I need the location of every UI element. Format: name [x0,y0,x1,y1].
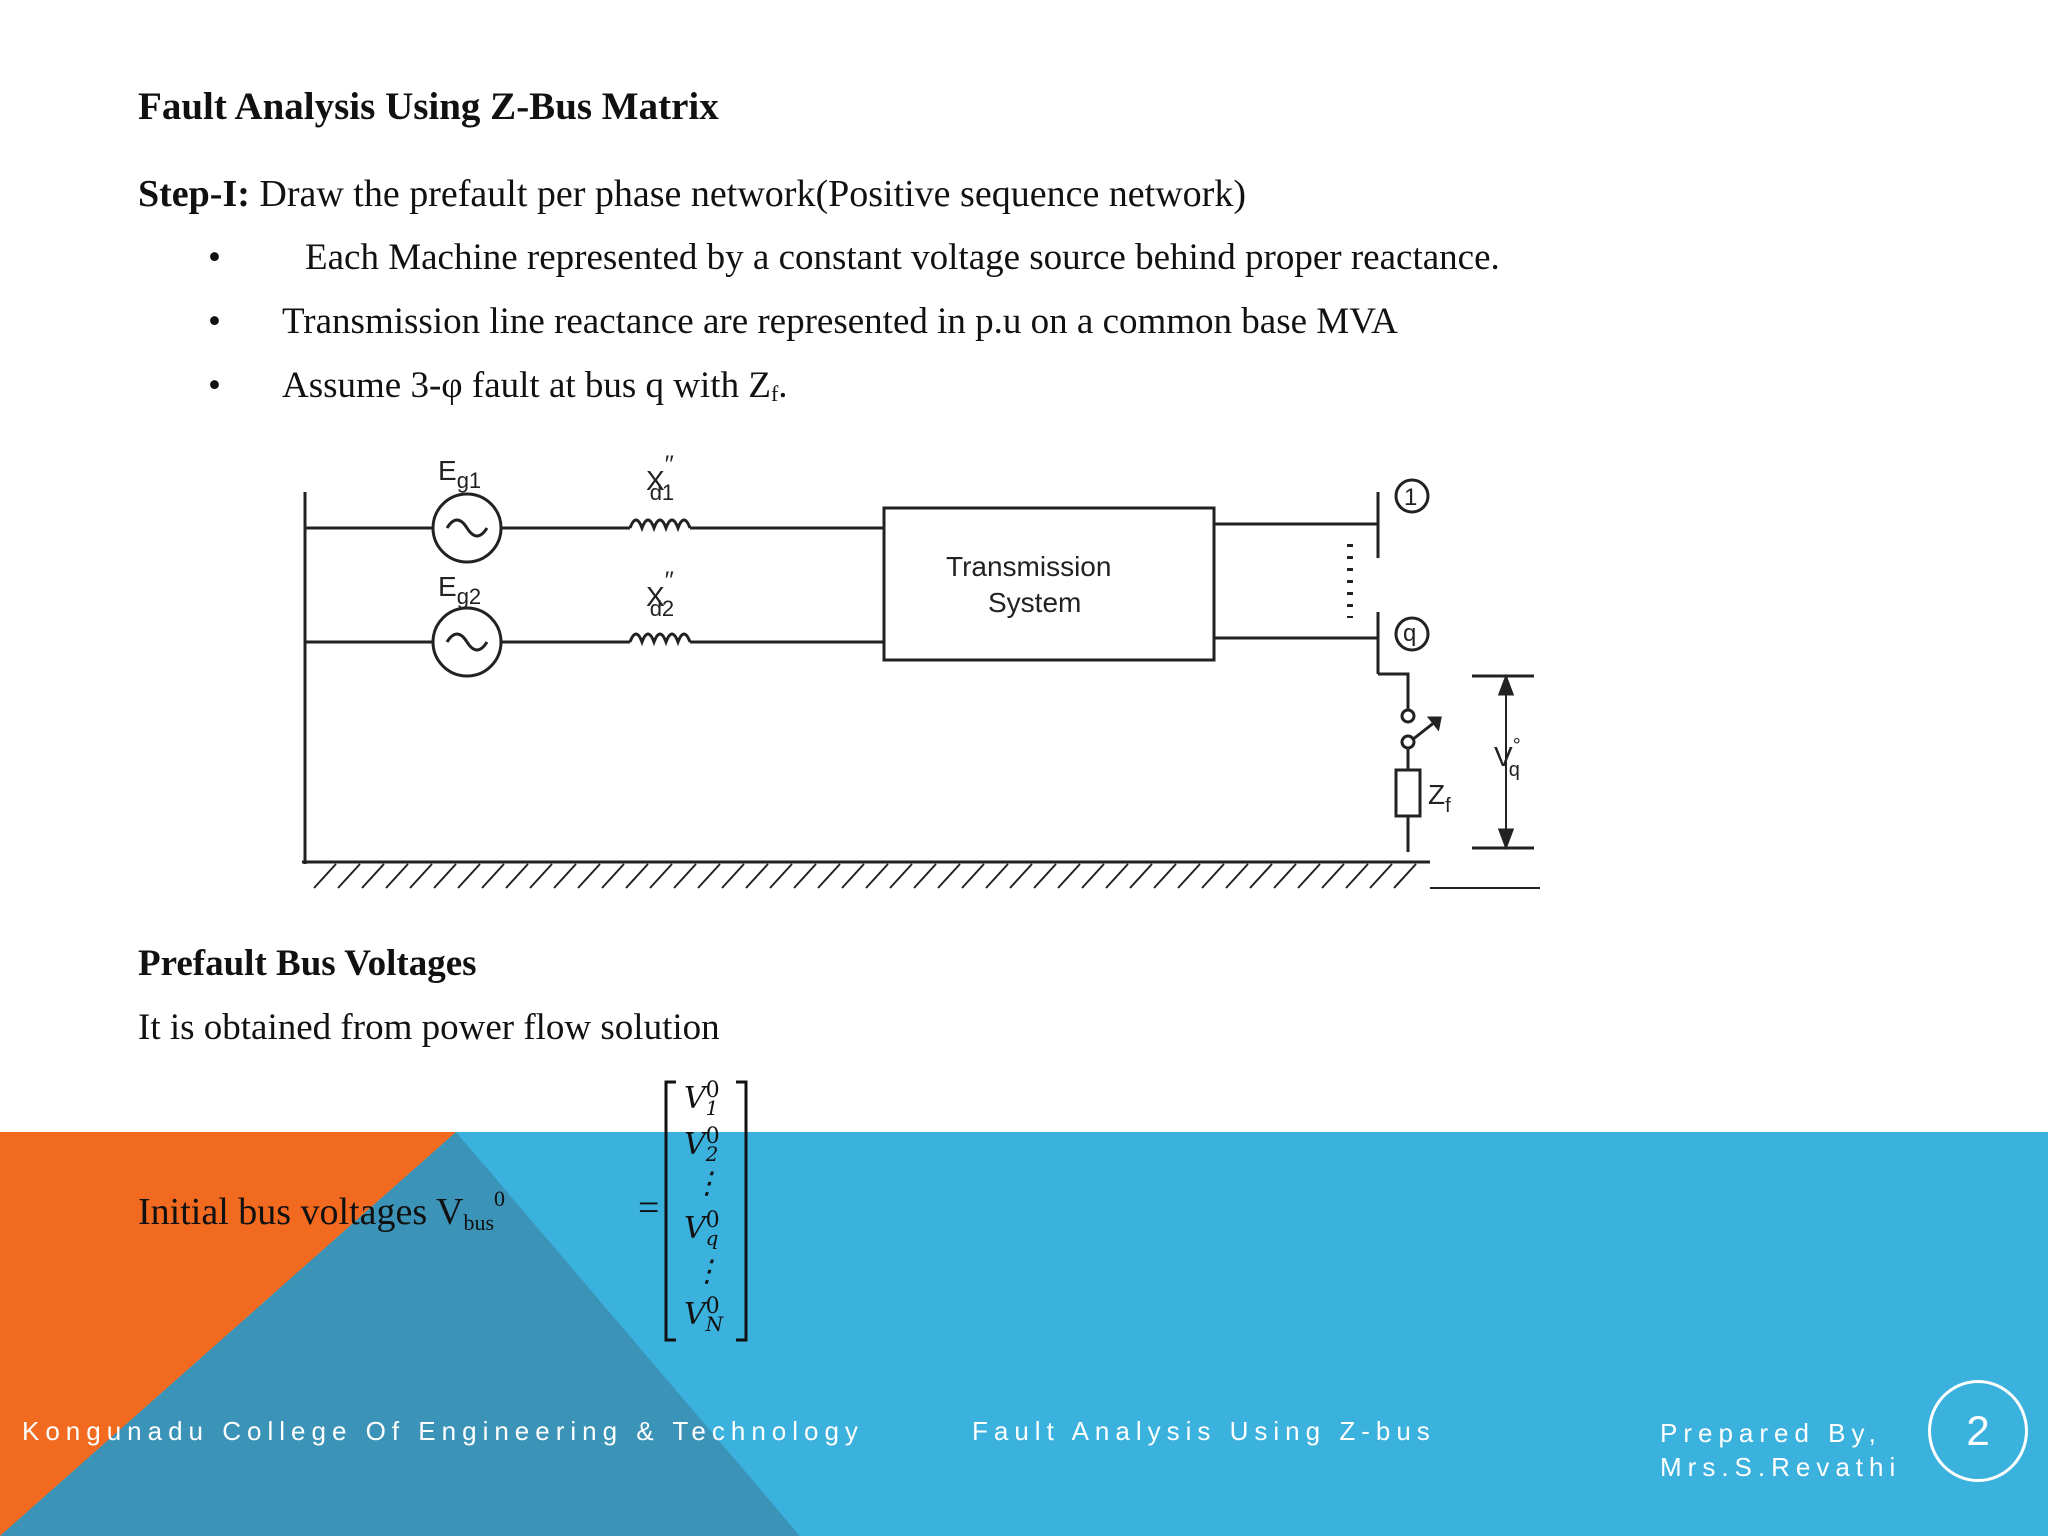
init-sub: bus [463,1210,494,1235]
bullet-3-subscript: f [770,381,779,406]
ground-hatching [313,863,1417,889]
matrix-row-2: V02 [684,1124,720,1166]
transmission-system-box [882,506,1216,662]
page-number-badge: 2 [1928,1380,2028,1482]
prepared-line-1: Prepared By, [1660,1418,1882,1448]
eg1-label: Eg1 [438,455,481,493]
transmission-box-line2: System [988,587,1081,618]
busq-marker-icon [1394,616,1430,652]
inductor-xd2-icon [628,632,692,647]
gen2-sine [445,632,489,652]
footer-topic: Fault Analysis Using Z-bus [972,1416,1436,1446]
zf-label: Zf [1428,779,1451,817]
init-text: Initial bus voltages V [138,1191,464,1233]
step-one: Step-I: Draw the prefault per phase netw… [138,172,1246,216]
bullet-3-end: . [778,365,788,406]
zf-impedance-icon [1394,768,1422,818]
initial-bus-voltages-label: Initial bus voltages Vbus0 [138,1186,505,1236]
bullet-text-2: Transmission line reactance are represen… [282,301,1398,342]
gen1-sine [445,518,489,538]
switch-top-terminal [1400,708,1416,724]
bus1-label: 1 [1404,484,1417,511]
bullet-item-2: • Transmission line reactance are represe… [208,300,1398,343]
bullet-item-3: • Assume 3-φ fault at bus q with Zf. [208,364,788,407]
footer-prepared-by: Prepared By, Mrs.S.Revathi [1660,1416,1901,1484]
eg2-label: Eg2 [438,571,481,609]
bullet-text-1: Each Machine represented by a constant v… [305,237,1500,278]
xd2-label: X′′d2 [646,567,674,621]
bullet-item-1: • Each Machine represented by a constant … [208,236,1500,279]
slide-title: Fault Analysis Using Z-Bus Matrix [138,85,719,128]
vq-arrow-up-icon [1497,673,1515,696]
matrix-row-4: V0q [684,1208,720,1250]
voltage-matrix: V01 V02 ⋮ V0q ⋮ V0N [664,1078,748,1344]
vq-arrow-down-icon [1497,828,1515,851]
vq-label: V°q [1494,735,1521,781]
footer-teal-triangle [0,1132,800,1536]
fault-circuit-diagram: Eg1 X′′d1 Eg2 X′′d2 Transmission System … [302,451,1540,889]
step-label: Step-I: [138,173,250,215]
equals-sign: = [638,1187,660,1229]
switch-bottom-terminal [1400,734,1416,750]
section-heading-prefault: Prefault Bus Voltages [138,943,477,984]
matrix-row-1: V01 [684,1078,720,1120]
fault-branch-wire [1378,672,1410,710]
footer-background [0,1132,2048,1536]
busq-label: q [1403,620,1416,647]
bus1-marker-icon [1394,478,1430,514]
bullet-marker: • [208,301,221,342]
matrix-row-3: ⋮ [692,1166,722,1201]
footer-college: Kongunadu College Of Engineering & Techn… [22,1416,864,1446]
matrix-row-6: V0N [684,1294,724,1336]
bullet-marker: • [208,365,221,406]
bullet-marker: • [208,237,221,278]
transmission-box-line1: Transmission [946,551,1111,582]
bullet-text-3: Assume 3-φ fault at bus q with Z [282,365,771,406]
matrix-brackets [664,1080,748,1342]
inductor-xd1-icon [628,518,692,533]
section-text-prefault: It is obtained from power flow solution [138,1007,720,1048]
step-text: Draw the prefault per phase network(Posi… [249,173,1246,215]
matrix-row-5: ⋮ [692,1254,722,1289]
xd1-label: X′′d1 [646,451,674,505]
switch-arrow-icon [1426,716,1442,732]
init-sup: 0 [494,1186,505,1211]
prepared-line-2: Mrs.S.Revathi [1660,1452,1902,1482]
